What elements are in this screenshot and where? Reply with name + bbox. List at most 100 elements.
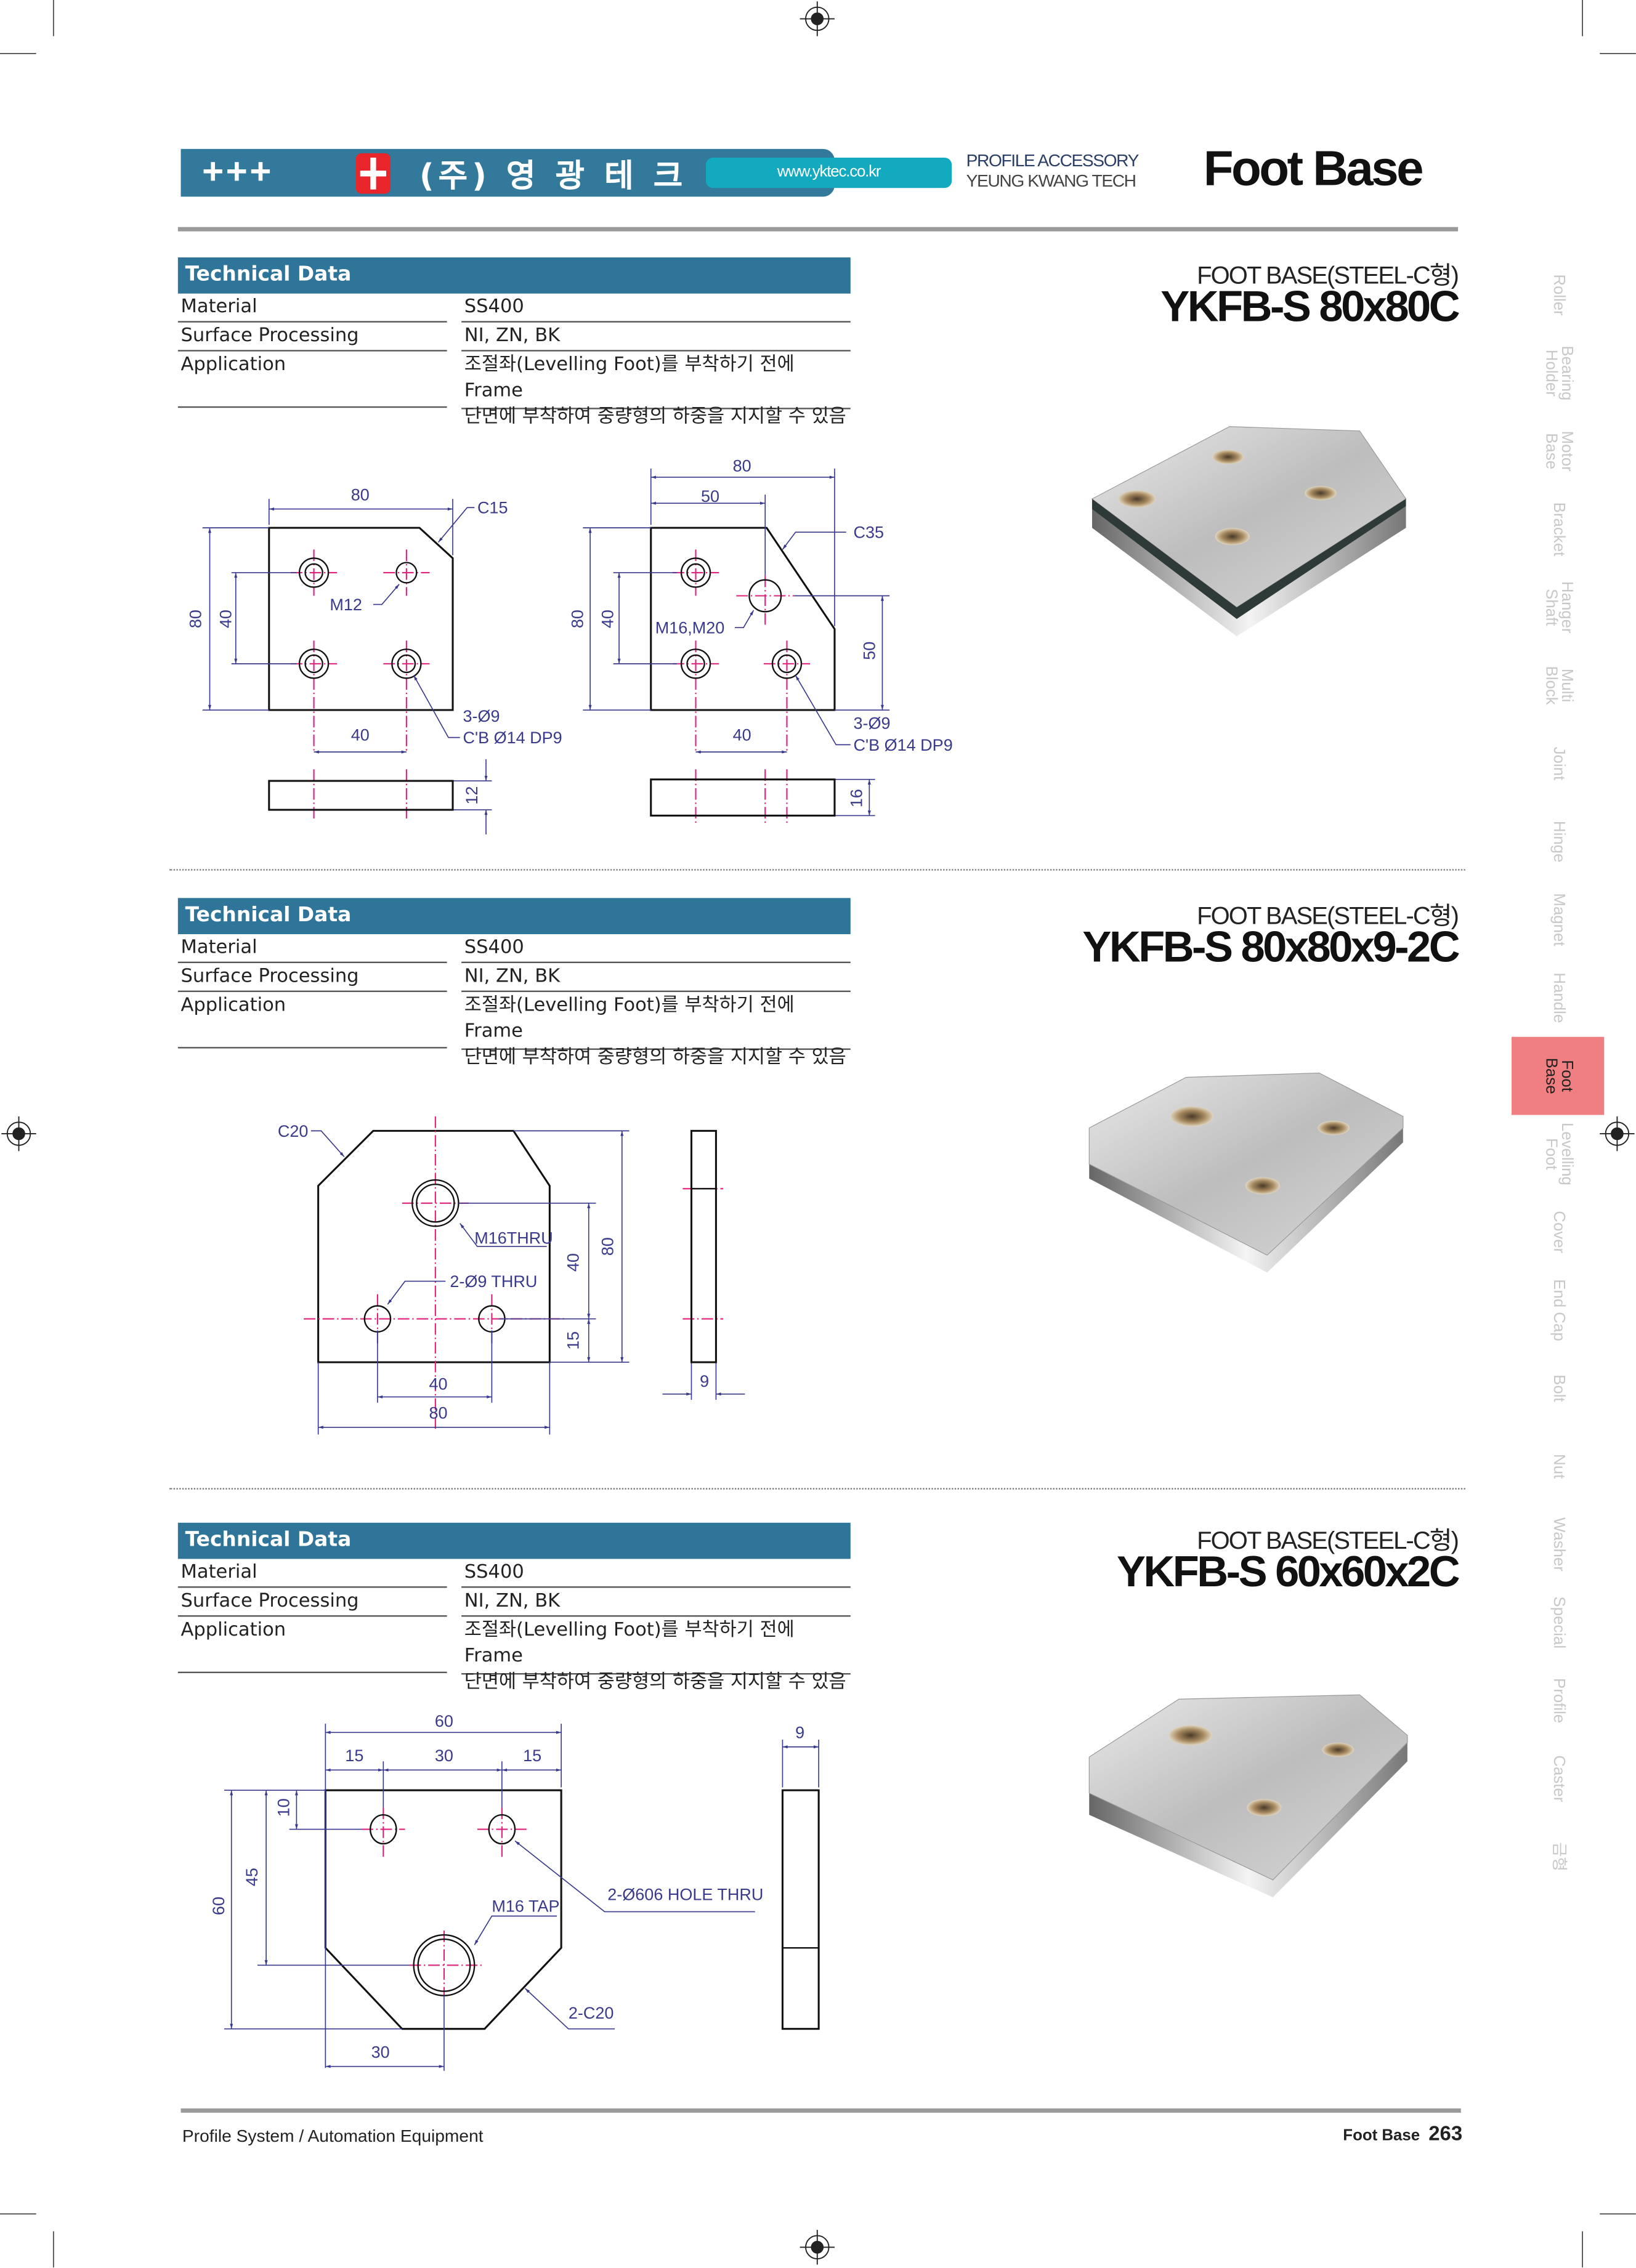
side-tab-levelling-foot[interactable]: Levelling Foot bbox=[1512, 1115, 1604, 1193]
side-tab-multi-block[interactable]: Multi Block bbox=[1512, 647, 1604, 725]
dim-label: 15 bbox=[564, 1331, 582, 1350]
side-tab-bracket[interactable]: Bracket bbox=[1512, 490, 1604, 568]
side-tab-label: Magnet bbox=[1550, 893, 1568, 946]
side-tab-hanger-shaft[interactable]: Hanger Shaft bbox=[1512, 568, 1604, 647]
table-title: Technical Data bbox=[177, 898, 851, 935]
footer-text: Profile System / Automation Equipment bbox=[182, 2126, 484, 2146]
technical-data-table-2: Technical Data Material SS400 Surface Pro… bbox=[177, 898, 851, 1068]
company-name: (주) 영 광 테 크 bbox=[419, 159, 687, 196]
row-value: SS400 bbox=[461, 934, 851, 963]
hole-label: 3-Ø9 bbox=[463, 707, 500, 725]
dim-label: 40 bbox=[599, 610, 617, 628]
side-tab-magnet[interactable]: Magnet bbox=[1512, 881, 1604, 959]
side-tab-label: Special bbox=[1550, 1596, 1568, 1649]
side-tab-joint[interactable]: Joint bbox=[1512, 724, 1604, 802]
side-tab-label: Nut bbox=[1550, 1454, 1568, 1479]
hole-label: 3-Ø9 bbox=[853, 714, 890, 733]
hole-label: 2-Ø606 HOLE THRU bbox=[607, 1886, 763, 1904]
hole-label: 2-Ø9 THRU bbox=[450, 1272, 537, 1291]
row-label: Material bbox=[177, 1559, 447, 1588]
dim-label: 40 bbox=[429, 1375, 448, 1394]
thickness-label: 12 bbox=[463, 786, 481, 805]
technical-data-table-3: Technical Data Material SS400 Surface Pro… bbox=[177, 1522, 851, 1693]
row-label: Surface Processing bbox=[177, 963, 447, 992]
value-line: 조절좌(Levelling Foot)를 부착하기 전에 Frame bbox=[464, 995, 795, 1043]
side-tab-label: Bolt bbox=[1550, 1374, 1568, 1402]
side-tab-end-cap[interactable]: End Cap bbox=[1512, 1271, 1604, 1349]
product-model: YKFB-S 60x60x2C bbox=[1116, 1549, 1460, 1597]
footer-divider bbox=[180, 2108, 1461, 2113]
dim-label: 30 bbox=[371, 2043, 390, 2062]
footer-page-info: Foot Base 263 bbox=[1343, 2121, 1462, 2145]
footer-section: Foot Base bbox=[1343, 2127, 1420, 2145]
product-photo-2 bbox=[1088, 1072, 1404, 1273]
side-tab-motor-base[interactable]: Motor Base bbox=[1512, 412, 1604, 490]
side-tab-hinge[interactable]: Hinge bbox=[1512, 802, 1604, 881]
side-tab-foot-base[interactable]: Foot Base bbox=[1511, 1036, 1605, 1115]
section-divider bbox=[169, 869, 1465, 871]
side-tab-special[interactable]: Special bbox=[1512, 1583, 1604, 1661]
side-tab-profile[interactable]: Profile bbox=[1512, 1661, 1604, 1740]
side-tab-label: Motor Base bbox=[1542, 430, 1576, 472]
side-tab-금형[interactable]: 금형 bbox=[1512, 1818, 1604, 1896]
side-tab-label: Hinge bbox=[1550, 820, 1568, 863]
company-logo-icon bbox=[355, 153, 391, 194]
product-model: YKFB-S 80x80C bbox=[1160, 283, 1460, 331]
thickness-label: 9 bbox=[700, 1372, 709, 1390]
value-line: 단면에 부착하여 중량형의 하중을 지지할 수 있음 bbox=[464, 406, 846, 429]
dim-label: 80 bbox=[351, 486, 370, 504]
row-value: NI, ZN, BK bbox=[461, 963, 851, 992]
tap-label: M16 TAP bbox=[492, 1897, 559, 1915]
table-title: Technical Data bbox=[177, 1522, 851, 1559]
row-label: Material bbox=[177, 934, 447, 963]
side-tab-label: Foot Base bbox=[1542, 1057, 1576, 1094]
side-tab-label: End Cap bbox=[1550, 1279, 1568, 1341]
dim-label: 80 bbox=[186, 610, 204, 628]
product-subtitle: FOOT BASE(STEEL-C형) bbox=[1197, 262, 1459, 289]
dim-label: 40 bbox=[351, 725, 370, 744]
dim-label: 80 bbox=[599, 1237, 617, 1256]
chamfer-label: C15 bbox=[477, 499, 508, 517]
dim-label: 40 bbox=[733, 725, 751, 744]
side-tab-cover[interactable]: Cover bbox=[1512, 1193, 1604, 1271]
row-label: Surface Processing bbox=[177, 1588, 447, 1617]
brand-line-2: YEUNG KWANG TECH bbox=[966, 171, 1136, 191]
row-label: Material bbox=[177, 294, 447, 323]
value-line: 단면에 부착하여 중량형의 하중을 지지할 수 있음 bbox=[464, 1047, 846, 1069]
thickness-label: 16 bbox=[848, 789, 866, 807]
dim-label: 80 bbox=[429, 1404, 448, 1423]
side-tab-roller[interactable]: Roller bbox=[1512, 256, 1604, 334]
dim-label: 60 bbox=[209, 1897, 228, 1915]
side-tab-caster[interactable]: Caster bbox=[1512, 1740, 1604, 1818]
side-tab-nut[interactable]: Nut bbox=[1512, 1427, 1604, 1506]
product-subtitle: FOOT BASE(STEEL-C형) bbox=[1197, 902, 1459, 930]
page-number: 263 bbox=[1428, 2121, 1463, 2145]
side-tab-label: Levelling Foot bbox=[1542, 1122, 1576, 1185]
side-tab-handle[interactable]: Handle bbox=[1512, 959, 1604, 1037]
dim-label: 15 bbox=[523, 1746, 541, 1765]
side-tab-label: Profile bbox=[1550, 1677, 1568, 1724]
dim-label: 50 bbox=[861, 642, 879, 660]
side-tab-bolt[interactable]: Bolt bbox=[1512, 1349, 1604, 1427]
side-tab-bearing-holder[interactable]: Bearing Holder bbox=[1512, 334, 1604, 412]
dim-label: 40 bbox=[564, 1253, 582, 1272]
dim-label: 30 bbox=[435, 1746, 453, 1765]
row-value: SS400 bbox=[461, 1559, 851, 1588]
header-divider bbox=[177, 227, 1459, 232]
value-line: 단면에 부착하여 중량형의 하중을 지지할 수 있음 bbox=[464, 1671, 846, 1693]
row-value: NI, ZN, BK bbox=[461, 323, 851, 352]
website-link[interactable]: www.yktec.co.kr bbox=[705, 157, 952, 188]
side-tab-washer[interactable]: Washer bbox=[1512, 1506, 1604, 1584]
dim-label: 15 bbox=[345, 1746, 363, 1765]
brand-line-1: PROFILE ACCESSORY bbox=[966, 150, 1140, 171]
side-tab-label: Washer bbox=[1550, 1517, 1568, 1572]
side-tab-label: Multi Block bbox=[1542, 666, 1576, 705]
chamfer-label: C20 bbox=[278, 1122, 309, 1140]
tap-label: M16THRU bbox=[474, 1229, 553, 1248]
dim-label: 45 bbox=[243, 1868, 261, 1886]
side-tab-label: Bracket bbox=[1550, 502, 1568, 557]
